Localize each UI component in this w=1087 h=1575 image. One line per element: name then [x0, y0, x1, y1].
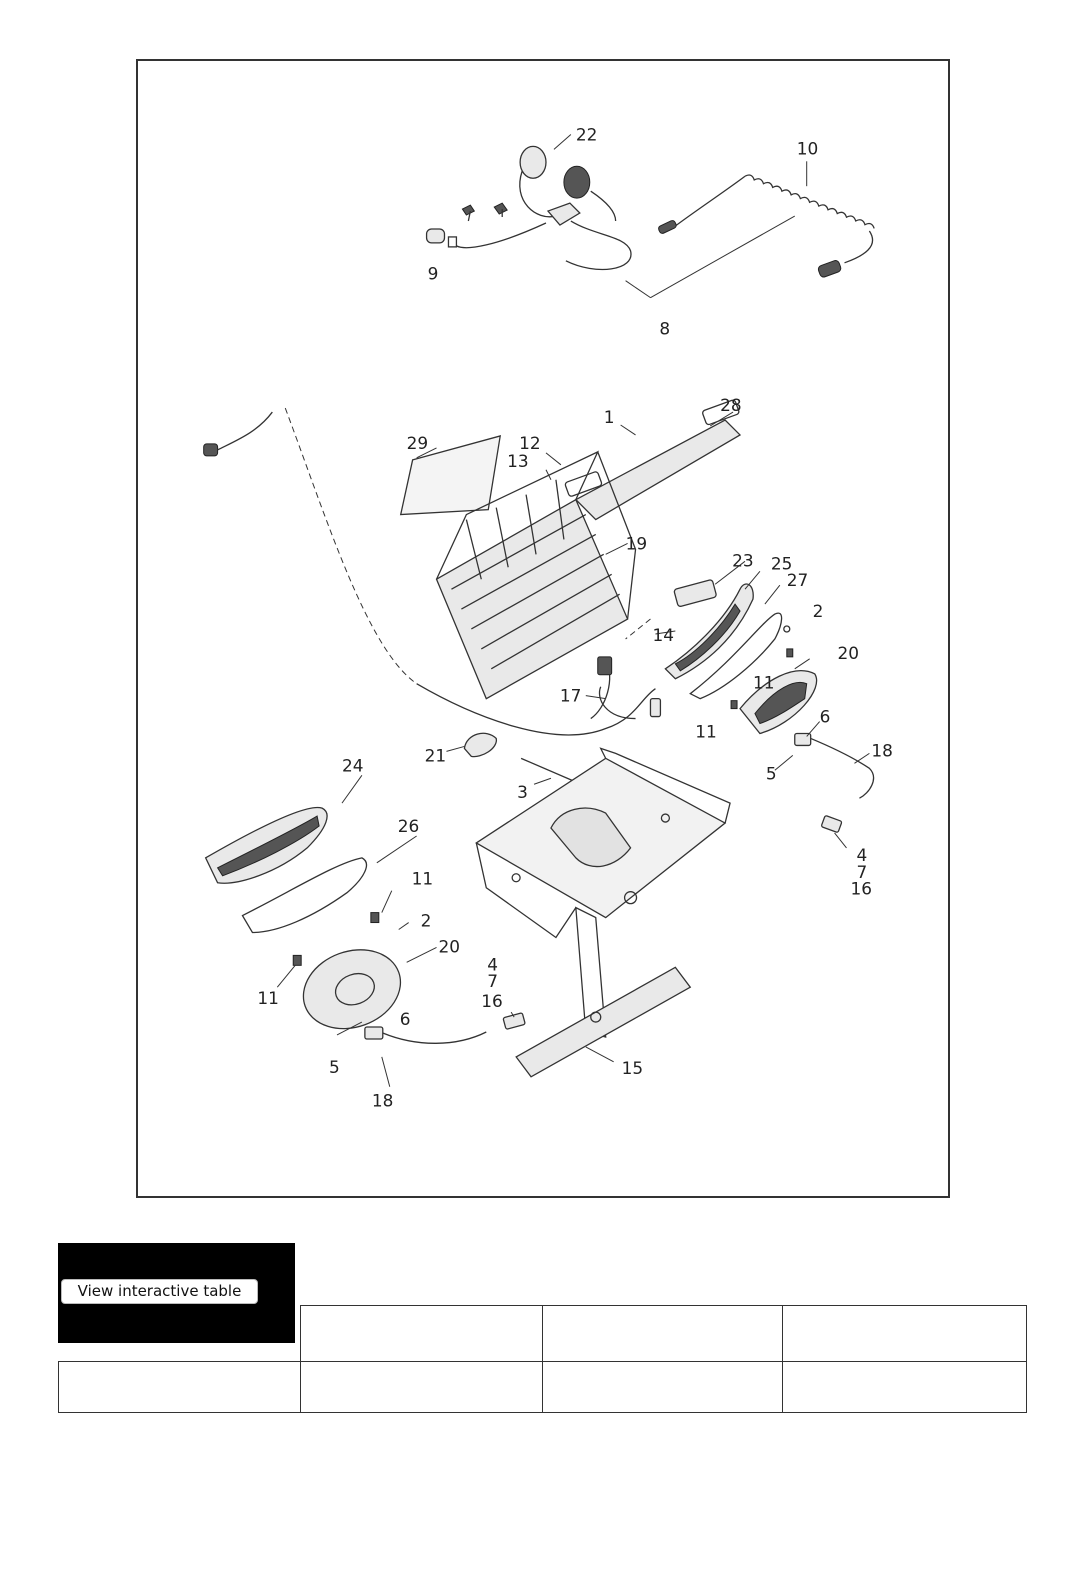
table-cell — [782, 1305, 1027, 1362]
callout-13: 13 — [507, 451, 529, 471]
harness-junction — [546, 202, 581, 226]
table-cell — [782, 1361, 1027, 1413]
callout-4-right: 4 — [856, 845, 867, 865]
callout-7-left: 7 — [487, 971, 498, 991]
callout-5-right: 5 — [766, 763, 777, 783]
table-cell — [541, 1361, 784, 1413]
callout-11-upper-left: 11 — [412, 869, 434, 889]
parts-table — [58, 1305, 1027, 1413]
callout-4-left: 4 — [487, 954, 498, 974]
callout-15: 15 — [622, 1058, 644, 1078]
bracket-28 — [574, 419, 742, 521]
callout-5-left: 5 — [329, 1057, 340, 1077]
callout-6-left: 6 — [400, 1009, 411, 1029]
callout-16-right: 16 — [850, 879, 872, 899]
callout-7-right: 7 — [856, 862, 867, 882]
callout-24: 24 — [342, 755, 364, 775]
antenna-21 — [463, 732, 497, 758]
grille-25 — [664, 583, 754, 680]
callout-29: 29 — [407, 433, 429, 453]
table-cell — [299, 1361, 543, 1413]
table-cell — [58, 1361, 301, 1413]
callout-2-left: 2 — [421, 911, 432, 931]
callout-labels: 22 10 9 8 1 28 29 12 13 19 23 25 27 2 14… — [257, 124, 892, 1110]
callout-18-left: 18 — [372, 1091, 394, 1111]
callout-20-right: 20 — [838, 643, 860, 663]
amplifier-19 — [435, 450, 637, 700]
callout-25: 25 — [771, 553, 793, 573]
callout-6-right: 6 — [820, 707, 831, 727]
callout-11-upper-right: 11 — [753, 673, 775, 693]
callout-21: 21 — [425, 745, 447, 765]
callout-18-right: 18 — [871, 740, 893, 760]
view-interactive-table-button[interactable]: View interactive table — [61, 1279, 258, 1304]
connector-9 — [425, 228, 446, 244]
callout-8: 8 — [659, 318, 670, 338]
callout-22: 22 — [576, 124, 598, 144]
callout-19: 19 — [626, 533, 648, 553]
leader-lines — [276, 134, 870, 1087]
callout-23: 23 — [732, 550, 754, 570]
mounting-bracket-15 — [475, 747, 731, 1078]
earpiece-left — [519, 145, 547, 179]
earpiece-right — [563, 165, 591, 199]
plate-29 — [399, 435, 502, 516]
exploded-parts-diagram: 22 10 9 8 1 28 29 12 13 19 23 25 27 2 14… — [136, 59, 950, 1198]
callout-20-left: 20 — [439, 936, 461, 956]
callout-14: 14 — [652, 625, 674, 645]
table-cell — [541, 1305, 784, 1362]
speaker-20-left — [302, 949, 402, 1030]
callout-11-lower-right: 11 — [695, 721, 717, 741]
callout-2-right: 2 — [813, 601, 824, 621]
callout-3: 3 — [517, 782, 528, 802]
callout-12: 12 — [519, 433, 541, 453]
table-cell — [58, 1305, 301, 1362]
callout-10: 10 — [797, 138, 819, 158]
table-row — [58, 1361, 1027, 1413]
callout-27: 27 — [787, 570, 809, 590]
callout-17: 17 — [560, 686, 582, 706]
bracket-23 — [673, 579, 717, 607]
callout-9: 9 — [428, 264, 439, 284]
callout-11-lower-left: 11 — [257, 988, 279, 1008]
callout-28: 28 — [720, 395, 742, 415]
callout-16-left: 16 — [481, 991, 503, 1011]
antenna-cable — [203, 407, 656, 736]
trim-27 — [689, 612, 783, 700]
diagram-illustration: 22 10 9 8 1 28 29 12 13 19 23 25 27 2 14… — [203, 124, 893, 1111]
table-cell — [299, 1305, 543, 1362]
headset-harness-assembly — [425, 145, 875, 299]
callout-1: 1 — [604, 407, 615, 427]
trim-26 — [241, 857, 367, 934]
table-row — [58, 1305, 1027, 1362]
callout-26: 26 — [398, 816, 420, 836]
